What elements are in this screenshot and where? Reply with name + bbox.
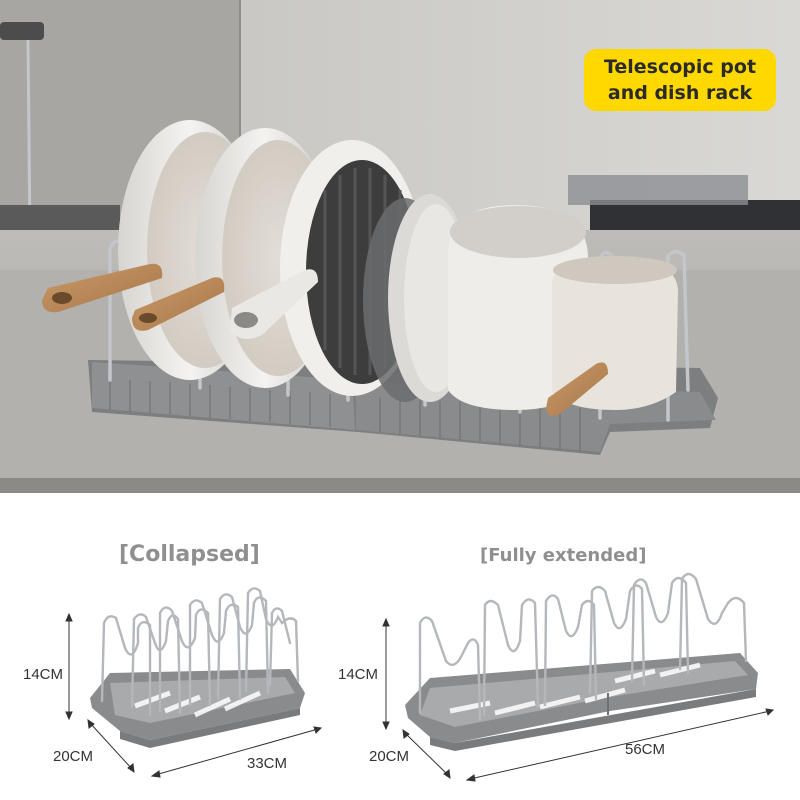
extended-label: [Fully extended] <box>480 545 647 566</box>
product-title-banner: Telescopic pot and dish rack <box>584 49 776 111</box>
collapsed-rack-illustration <box>65 587 323 778</box>
banner-line-2: and dish rack <box>607 82 753 104</box>
extended-height-label: 14CM <box>338 666 379 683</box>
product-photo: Telescopic pot and dish rack <box>0 0 800 493</box>
kitchen-scene <box>0 0 800 493</box>
collapsed-height-label: 14CM <box>23 666 64 683</box>
collapsed-label: [Collapsed] <box>119 542 260 567</box>
dimension-diagrams <box>65 572 775 782</box>
extended-length-label: 56CM <box>625 741 666 758</box>
dimensions-section: [Collapsed] [Fully extended] <box>0 493 800 800</box>
extended-depth-label: 20CM <box>369 748 410 765</box>
extended-rack-illustration <box>382 572 775 782</box>
collapsed-length-label: 33CM <box>247 755 288 772</box>
banner-line-1: Telescopic pot <box>603 56 757 78</box>
collapsed-depth-label: 20CM <box>53 748 94 765</box>
